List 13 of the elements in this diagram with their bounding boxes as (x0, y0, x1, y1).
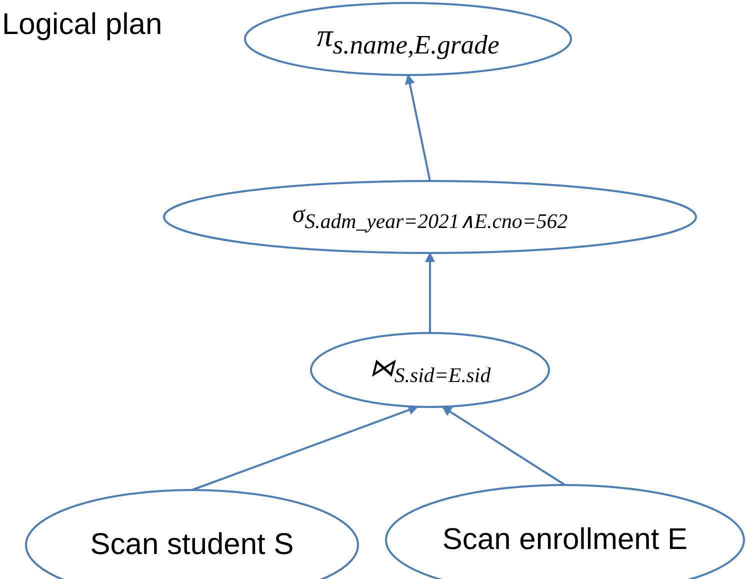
operator-expression: π$_{s.name,E.grade}$ (316, 17, 500, 61)
arrow (404, 74, 431, 182)
operator-label: Scan student S (89, 527, 295, 564)
arrow (442, 406, 566, 486)
operator-expression: ⋈$_{S.sid=E.sid}$ (369, 354, 491, 388)
operator-ellipse (163, 180, 697, 254)
title: Logical plan (2, 8, 162, 42)
arrow (425, 252, 435, 333)
operator-expression: σ$_{S.adm_year=2021∧E.cno=562}$ (292, 200, 568, 234)
operator-ellipse (244, 2, 572, 76)
operator-label: Scan enrollment E (441, 522, 689, 558)
arrow (192, 405, 418, 491)
operator-ellipse (310, 332, 550, 408)
